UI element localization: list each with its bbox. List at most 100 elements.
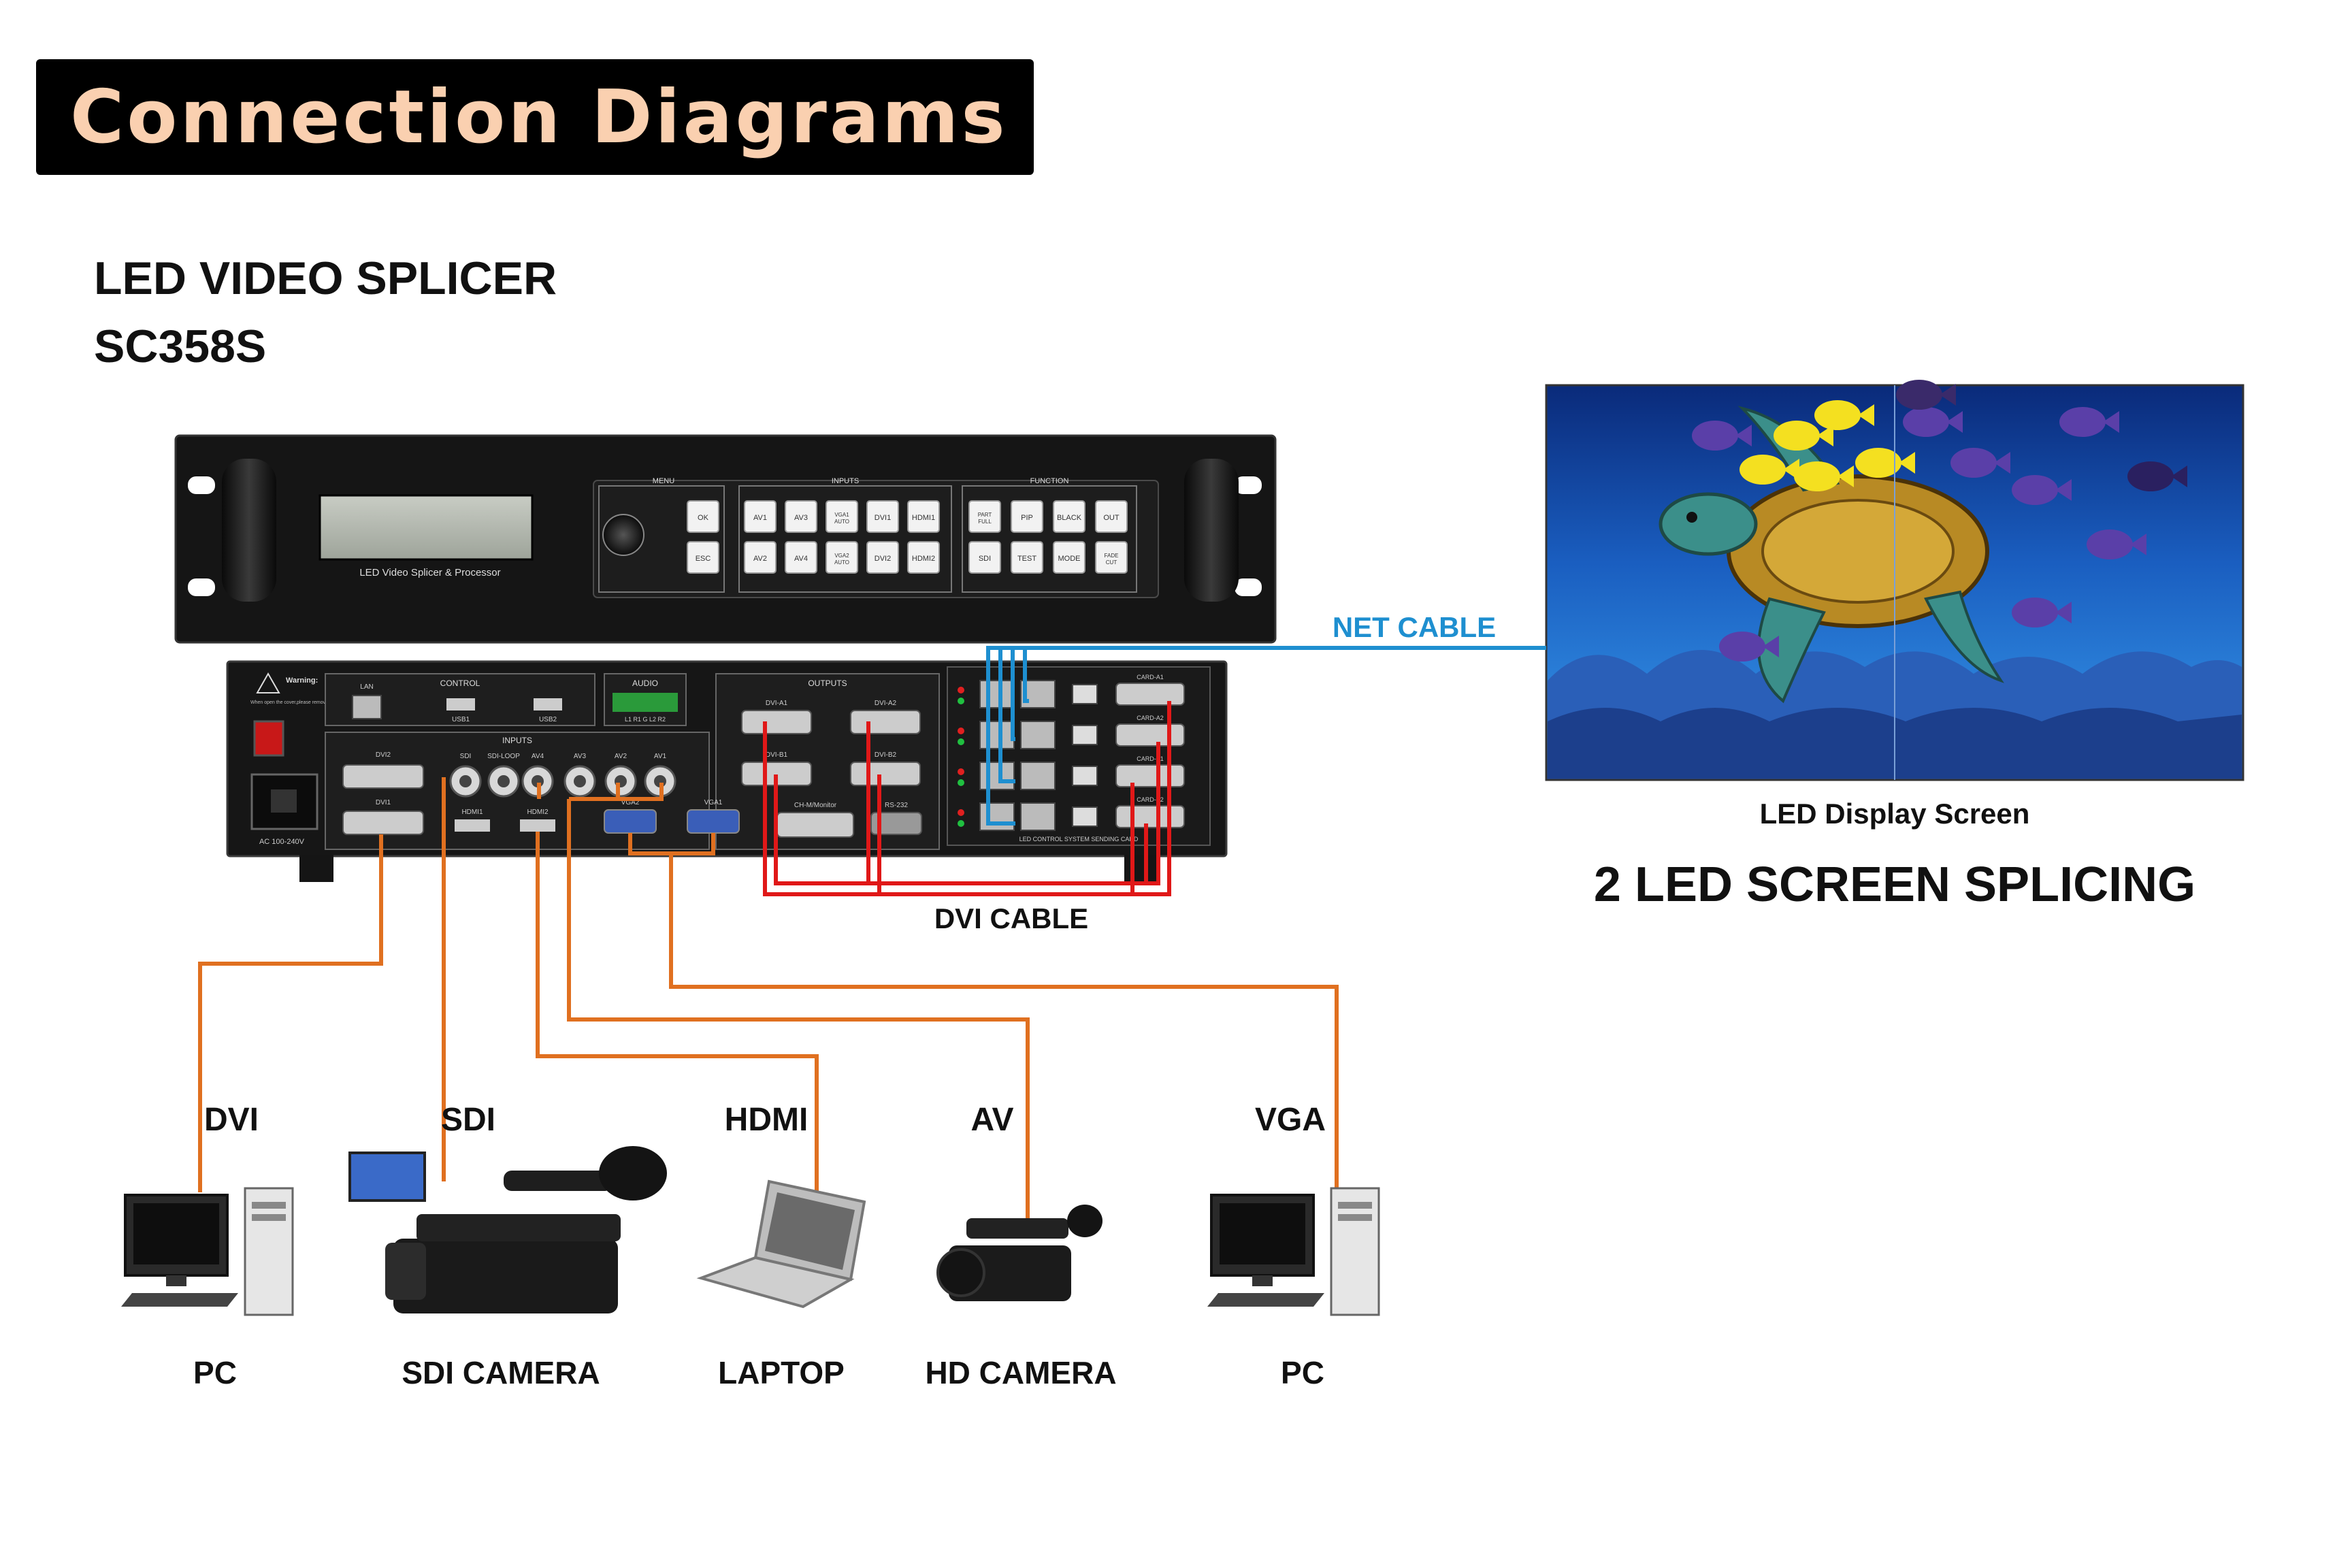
fish-10 [2012, 598, 2072, 627]
dvi-cable [763, 701, 1171, 896]
audio-terminal [612, 693, 678, 712]
fish-4 [1794, 461, 1854, 491]
button-esc[interactable]: ESC [687, 541, 719, 574]
button-input-6[interactable]: AV4 [785, 541, 817, 574]
led-display-screen [1545, 380, 2244, 781]
pc-vga-device [1207, 1187, 1380, 1316]
section-audio: AUDIO [632, 679, 658, 688]
port-label-vga1: VGA1 [704, 799, 723, 806]
button-function-3[interactable]: OUT [1095, 500, 1128, 533]
svg-text:DVI1: DVI1 [875, 514, 891, 522]
svg-text:VGA2: VGA2 [834, 553, 849, 559]
cable-vga-pc [669, 853, 1339, 1192]
button-function-6[interactable]: MODE [1053, 541, 1085, 574]
device-label-2: LAPTOP [718, 1355, 845, 1390]
menu-knob[interactable] [602, 514, 644, 556]
port-label-dvi1: DVI1 [376, 799, 391, 806]
svg-text:AV3: AV3 [794, 514, 808, 522]
port-label-usb1: USB1 [452, 716, 470, 723]
port-label-usb2: USB2 [539, 716, 557, 723]
button-input-3[interactable]: DVI1 [866, 500, 899, 533]
button-ok[interactable]: OK [687, 500, 719, 533]
port-label-bnc-1: SDI-LOOP [487, 753, 520, 760]
port-label-bnc-4: AV2 [615, 753, 627, 760]
port-label-dvi-b1: DVI-B1 [766, 751, 788, 759]
fish-14 [2127, 461, 2187, 491]
fish-8 [2059, 407, 2119, 437]
svg-text:PART: PART [978, 512, 992, 518]
group-function-label: FUNCTION [1030, 477, 1069, 485]
port-label-bnc-2: AV4 [532, 753, 544, 760]
lcd-screen [318, 494, 534, 561]
lan-port [352, 695, 382, 719]
svg-text:AV1: AV1 [753, 514, 767, 522]
fish-9 [1719, 632, 1779, 662]
fish-1 [1814, 400, 1874, 430]
hdmi2-port [520, 819, 555, 832]
vga2-port [604, 809, 657, 834]
button-input-1[interactable]: AV3 [785, 500, 817, 533]
signal-label-sdi: SDI [440, 1102, 495, 1138]
input-cables [198, 777, 1339, 1220]
port-label-dvi-a1: DVI-A1 [766, 700, 788, 707]
button-input-5[interactable]: AV2 [744, 541, 777, 574]
lcd-caption: LED Video Splicer & Processor [359, 567, 500, 578]
svg-text:CUT: CUT [1106, 559, 1117, 566]
svg-text:AV2: AV2 [753, 555, 767, 563]
bnc-port-3 [564, 765, 596, 798]
sdi-camera-device [348, 1146, 667, 1313]
warning-title: Warning: [286, 676, 318, 685]
button-input-8[interactable]: DVI2 [866, 541, 899, 574]
pc-dvi-device [121, 1187, 294, 1316]
button-function-1[interactable]: PIP [1011, 500, 1043, 533]
cable-dvi-pc [198, 834, 383, 1192]
power-switch[interactable] [253, 720, 284, 757]
signal-label-vga: VGA [1254, 1102, 1326, 1138]
port-label-hdmi1: HDMI1 [461, 808, 483, 816]
port-label-vga2: VGA2 [621, 799, 640, 806]
bnc-port-0 [449, 765, 482, 798]
hd-camera-device [936, 1205, 1102, 1301]
fish-0 [1774, 421, 1833, 451]
bnc-port-4 [604, 765, 637, 798]
front-panel: LED Video Splicer & Processor MENU INPUT… [174, 434, 1277, 644]
svg-text:FADE: FADE [1105, 553, 1119, 559]
port-label-bnc-3: AV3 [574, 753, 587, 760]
group-menu-label: MENU [653, 477, 674, 485]
fish-12 [1896, 380, 1956, 410]
port-label-card-1: CARD-A2 [1137, 715, 1164, 721]
product-name: LED VIDEO SPLICER [94, 252, 557, 304]
fish-11 [2087, 529, 2146, 559]
button-input-0[interactable]: AV1 [744, 500, 777, 533]
pc-dvi-device-keyboard [121, 1293, 238, 1307]
cable-av-hd-camera [567, 799, 1030, 1220]
button-function-2[interactable]: BLACK [1053, 500, 1085, 533]
rack-handle-right [1184, 459, 1239, 602]
bnc-port-1 [487, 765, 520, 798]
warning-text: When open the cover,please remove the po… [250, 700, 365, 705]
svg-text:AUTO: AUTO [834, 519, 849, 525]
button-input-4[interactable]: HDMI1 [907, 500, 940, 533]
device-label-0: PC [193, 1355, 237, 1390]
button-input-9[interactable]: HDMI2 [907, 541, 940, 574]
fish-6 [1950, 448, 2010, 478]
port-label-lan: LAN [360, 683, 373, 691]
button-function-4[interactable]: SDI [968, 541, 1001, 574]
svg-text:AUTO: AUTO [834, 559, 849, 566]
fish-7 [2012, 475, 2072, 505]
title-banner: Connection Diagrams [36, 59, 1034, 175]
button-function-5[interactable]: TEST [1011, 541, 1043, 574]
pc-vga-device-keyboard [1207, 1293, 1324, 1307]
signal-label-av: AV [970, 1102, 1014, 1138]
svg-text:TEST: TEST [1017, 555, 1036, 563]
hdmi1-port [455, 819, 490, 832]
port-label-card-0: CARD-A1 [1137, 674, 1164, 681]
dvi1-input-port [342, 811, 424, 835]
laptop-device [696, 1179, 866, 1309]
svg-text:HDMI1: HDMI1 [912, 514, 935, 522]
